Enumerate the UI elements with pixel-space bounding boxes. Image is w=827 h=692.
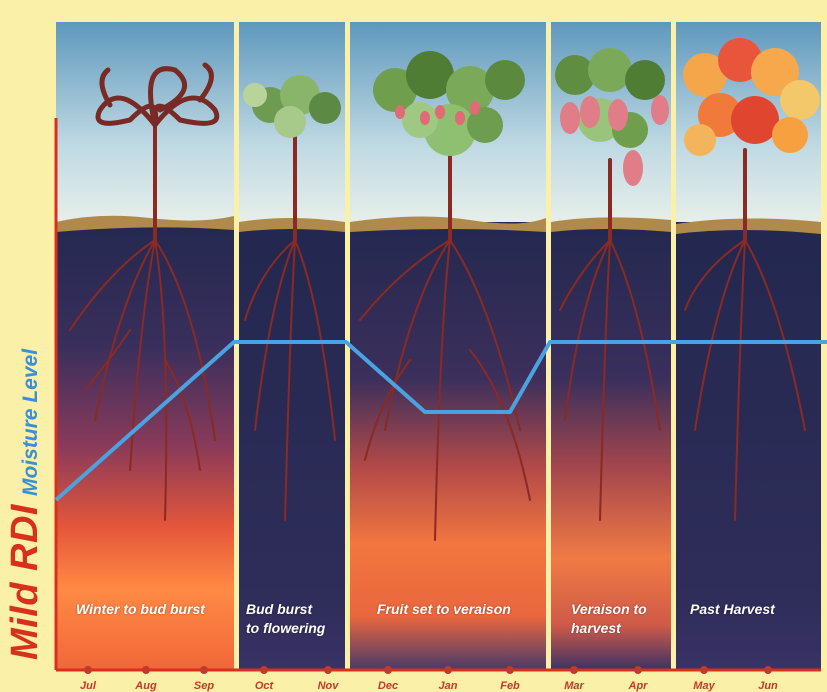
month-label: Sep: [184, 680, 224, 692]
month-label: Apr: [618, 680, 658, 692]
moisture-level-label: Moisture Level: [19, 349, 42, 496]
month-label: Oct: [244, 680, 284, 692]
panel-winter: [56, 22, 234, 670]
stage-label: Winter to bud burst: [76, 600, 205, 619]
month-label: Mar: [554, 680, 594, 692]
month-label: Jun: [748, 680, 788, 692]
month-label: Jul: [68, 680, 108, 692]
stage-label: Fruit set to veraison: [377, 600, 511, 619]
month-label: Aug: [126, 680, 166, 692]
month-label: May: [684, 680, 724, 692]
stage-label: Past Harvest: [690, 600, 775, 619]
month-label: Nov: [308, 680, 348, 692]
month-label: Dec: [368, 680, 408, 692]
mild-rdi-label: Mild RDI: [4, 504, 46, 660]
month-label: Jan: [428, 680, 468, 692]
month-label: Feb: [490, 680, 530, 692]
y-axis-label: Mild RDI Moisture Level: [4, 349, 47, 660]
